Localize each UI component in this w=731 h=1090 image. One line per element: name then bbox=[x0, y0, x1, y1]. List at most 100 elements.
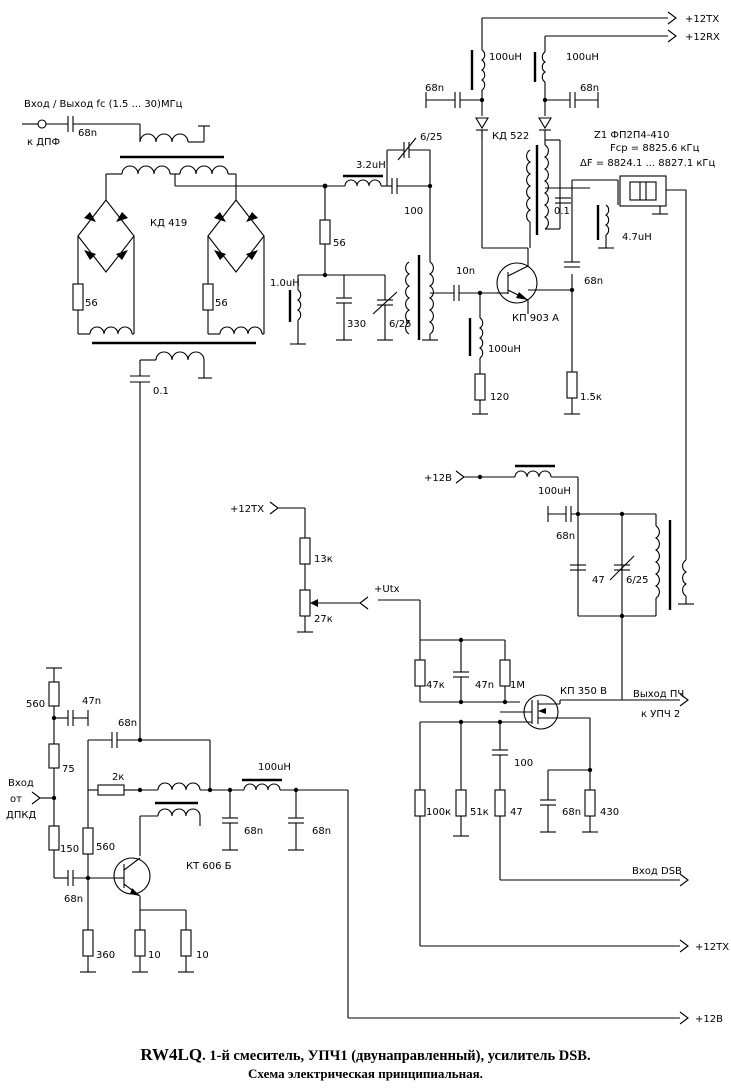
utx-bias-section: +12TX 13к 27к +Utx bbox=[230, 501, 400, 633]
input-transformer-secondary-left bbox=[121, 165, 171, 175]
label-c-6-25-bot: 6/25 bbox=[626, 575, 648, 586]
resistor-47 bbox=[494, 789, 506, 817]
label-r13k: 13к bbox=[314, 554, 333, 565]
label-r10a: 10 bbox=[148, 950, 161, 961]
label-r47k: 47к bbox=[426, 680, 445, 691]
resistor-56-right bbox=[202, 283, 214, 311]
resistor-560-b bbox=[82, 827, 94, 855]
mixer-output-winding bbox=[155, 351, 205, 361]
label-to-dpf: к ДПФ bbox=[27, 137, 61, 148]
diode-bridge-left bbox=[77, 199, 135, 334]
label-r47: 47 bbox=[510, 807, 523, 818]
label-r75: 75 bbox=[62, 764, 75, 775]
diode-bridge-right bbox=[207, 199, 265, 334]
label-c-6-25-mid: 6/25 bbox=[389, 319, 411, 330]
label-l-100u-d: 100uH bbox=[538, 486, 571, 497]
label-filter-z1: Z1 ФП2П4-410 bbox=[594, 130, 669, 141]
resistor-13k bbox=[299, 537, 311, 565]
resistor-1m bbox=[499, 659, 511, 687]
resistor-120 bbox=[474, 373, 486, 401]
resistor-1k5 bbox=[566, 371, 578, 399]
label-r51k: 51к bbox=[470, 807, 489, 818]
label-r100k: 100к bbox=[426, 807, 451, 818]
label-c-01-z: 0.1 bbox=[554, 206, 570, 217]
label-r27k: 27к bbox=[314, 614, 333, 625]
inductor-3u2 bbox=[344, 179, 382, 187]
resistor-560-top bbox=[48, 681, 60, 707]
diagram-subtitle: Схема электрическая принципиальная. bbox=[248, 1066, 483, 1081]
label-l-100u-c: 100uH bbox=[488, 344, 521, 355]
label-b12-bottom: +12В bbox=[695, 1014, 723, 1025]
label-l-100u-e: 100uH bbox=[258, 762, 291, 773]
label-c68n-i: 68n bbox=[244, 826, 263, 837]
label-c-100-top: 100 bbox=[404, 206, 423, 217]
label-c68n-g: 68n bbox=[64, 894, 83, 905]
kp350-section: +12В 100uH 68n 47 6/25 КП 350 В Выход ПЧ… bbox=[378, 464, 729, 953]
label-dsb-in: Вход DSB bbox=[632, 866, 682, 877]
rf-input-terminal bbox=[37, 119, 47, 129]
label-c01-mix: 0.1 bbox=[153, 386, 169, 397]
resistor-47k bbox=[414, 659, 426, 687]
label-tx12-top: +12TX bbox=[685, 14, 719, 25]
label-if-out-2: к УПЧ 2 bbox=[641, 709, 680, 720]
input-transformer-primary bbox=[139, 133, 189, 143]
label-r56-right: 56 bbox=[215, 298, 228, 309]
label-r560-b: 560 bbox=[96, 842, 115, 853]
fet-kp903 bbox=[496, 262, 538, 304]
label-r120: 120 bbox=[490, 392, 509, 403]
resistor-2k bbox=[97, 784, 125, 796]
label-c68n-j: 68n bbox=[312, 826, 331, 837]
resistor-56-mid bbox=[319, 219, 331, 245]
label-r560-top: 560 bbox=[26, 699, 45, 710]
label-c68n-h: 68n bbox=[118, 718, 137, 729]
label-r2k: 2к bbox=[112, 772, 124, 783]
resistor-56-left bbox=[72, 283, 84, 311]
label-if-out-1: Выход ПЧ bbox=[633, 689, 684, 700]
resistor-10-b bbox=[180, 929, 192, 957]
resistor-10-a bbox=[134, 929, 146, 957]
label-c-6-25-top: 6/25 bbox=[420, 132, 442, 143]
label-c-68n-e: 68n bbox=[556, 531, 575, 542]
callsign: RW4LQ bbox=[140, 1045, 203, 1064]
supply-top-section: 100uH 100uH 68n 68n КД 522 0.1 4.7uH Z1 … bbox=[425, 11, 720, 560]
label-c47: 47 bbox=[592, 575, 605, 586]
resistor-100k bbox=[414, 789, 426, 817]
label-in-dpkd-3: ДПКД bbox=[6, 810, 36, 821]
label-r430: 430 bbox=[600, 807, 619, 818]
label-c-10n: 10n bbox=[456, 266, 475, 277]
label-c-68n-d: 68n bbox=[584, 276, 603, 287]
label-r56-mid: 56 bbox=[333, 238, 346, 249]
label-l-100u-a: 100uH bbox=[489, 52, 522, 63]
label-c330: 330 bbox=[347, 319, 366, 330]
label-l-4u7: 4.7uH bbox=[622, 232, 652, 243]
label-c-68n-a: 68n bbox=[425, 83, 444, 94]
resistor-430 bbox=[584, 789, 596, 817]
resistor-75 bbox=[48, 743, 60, 769]
kt606-section: 560 47n 75 Вход от ДПКД 150 560 68n 68n … bbox=[6, 667, 723, 1025]
label-c-68n-b: 68n bbox=[580, 83, 599, 94]
label-c-68n-in: 68n bbox=[78, 128, 97, 139]
label-tx12-left: +12TX bbox=[230, 504, 264, 515]
label-c68n-f: 68n bbox=[562, 807, 581, 818]
input-transformer-secondary-right bbox=[179, 165, 229, 175]
label-r150: 150 bbox=[60, 844, 79, 855]
resistor-150 bbox=[48, 825, 60, 851]
label-r56-left: 56 bbox=[85, 298, 98, 309]
label-l-100u-b: 100uH bbox=[566, 52, 599, 63]
label-bjt-kt606: КТ 606 Б bbox=[186, 861, 232, 872]
label-diode-kd522: КД 522 bbox=[492, 131, 529, 142]
title-text: . 1-й смеситель, УПЧ1 (двунаправленный),… bbox=[202, 1048, 591, 1064]
label-b12-mid: +12В bbox=[424, 473, 452, 484]
mixer-section: Вход / Выход fc (1.5 ... 30)МГц к ДПФ 68… bbox=[22, 99, 325, 740]
label-filter-df: ΔF = 8824.1 ... 8827.1 кГц bbox=[580, 158, 716, 169]
label-c47n-b: 47n bbox=[475, 680, 494, 691]
label-mixer-diodes: КД 419 bbox=[150, 218, 187, 229]
diagram-title: RW4LQ. 1-й смеситель, УПЧ1 (двунаправлен… bbox=[0, 1045, 731, 1065]
label-in-dpkd-1: Вход bbox=[8, 778, 34, 789]
label-c47n: 47n bbox=[82, 696, 101, 707]
label-r360: 360 bbox=[96, 950, 115, 961]
label-utx: +Utx bbox=[374, 584, 400, 595]
resistor-51k bbox=[455, 789, 467, 817]
label-fet-kp350: КП 350 В bbox=[560, 686, 607, 697]
